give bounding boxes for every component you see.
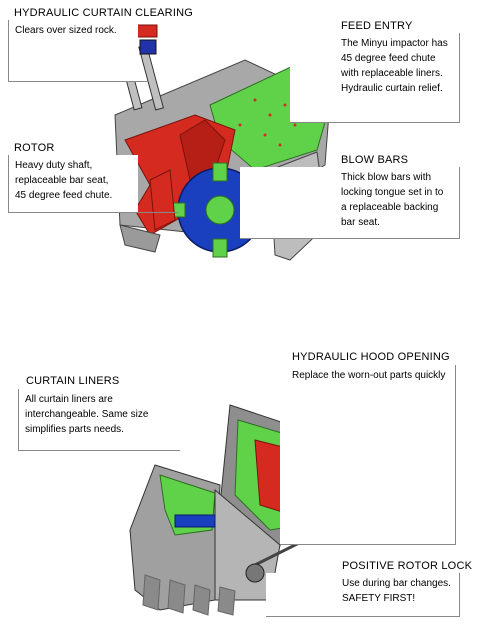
callout-hydraulic-curtain-clearing: Clears over sized rock.	[8, 20, 138, 82]
callout-title-rotor: ROTOR	[14, 142, 55, 154]
callout-text: Hydraulic curtain relief.	[341, 83, 443, 94]
callout-title-curtain-liners: CURTAIN LINERS	[26, 375, 120, 387]
callout-title-feed-entry: FEED ENTRY	[341, 20, 413, 32]
leader-line	[138, 81, 148, 82]
callout-rotor: Heavy duty shaft, replaceable bar seat, …	[8, 155, 138, 213]
callout-text: All curtain liners are	[25, 394, 113, 405]
callout-text: with replaceable liners.	[341, 68, 443, 79]
callout-text: locking tongue set in to	[341, 187, 444, 198]
callout-text: The Minyu impactor has	[341, 38, 448, 49]
callout-text: interchangeable. Same size	[25, 409, 149, 420]
callout-hydraulic-hood-opening: Replace the worn-out parts quickly	[280, 365, 456, 545]
rotor-lock	[245, 563, 265, 583]
callout-text: Clears over sized rock.	[15, 25, 117, 36]
callout-text: Replace the worn-out parts quickly	[292, 370, 446, 381]
leader-line	[280, 544, 310, 545]
callout-positive-rotor-lock: Use during bar changes. SAFETY FIRST!	[266, 573, 460, 617]
callout-text: bar seat.	[341, 217, 380, 228]
callout-blow-bars: Thick blow bars with locking tongue set …	[240, 167, 460, 239]
callout-text: SAFETY FIRST!	[342, 593, 416, 604]
callout-text: a replaceable backing	[341, 202, 439, 213]
leader-line	[168, 450, 180, 451]
callout-text: 45 degree feed chute.	[15, 190, 113, 201]
callout-curtain-liners: All curtain liners are interchangeable. …	[18, 389, 168, 451]
callout-text: replaceable bar seat,	[15, 175, 109, 186]
leader-line	[138, 212, 178, 213]
callout-text: simplifies parts needs.	[25, 424, 124, 435]
callout-title-positive-rotor-lock: POSITIVE ROTOR LOCK	[342, 560, 473, 572]
callout-text: 45 degree feed chute	[341, 53, 436, 64]
callout-title-hydraulic-hood-opening: HYDRAULIC HOOD OPENING	[292, 351, 450, 363]
callout-feed-entry: The Minyu impactor has 45 degree feed ch…	[290, 33, 460, 123]
callout-text: Thick blow bars with	[341, 172, 432, 183]
callout-title-hydraulic-curtain-clearing: HYDRAULIC CURTAIN CLEARING	[14, 7, 193, 19]
callout-text: Use during bar changes.	[342, 578, 451, 589]
callout-title-blow-bars: BLOW BARS	[341, 154, 409, 166]
callout-text: Heavy duty shaft,	[15, 160, 93, 171]
